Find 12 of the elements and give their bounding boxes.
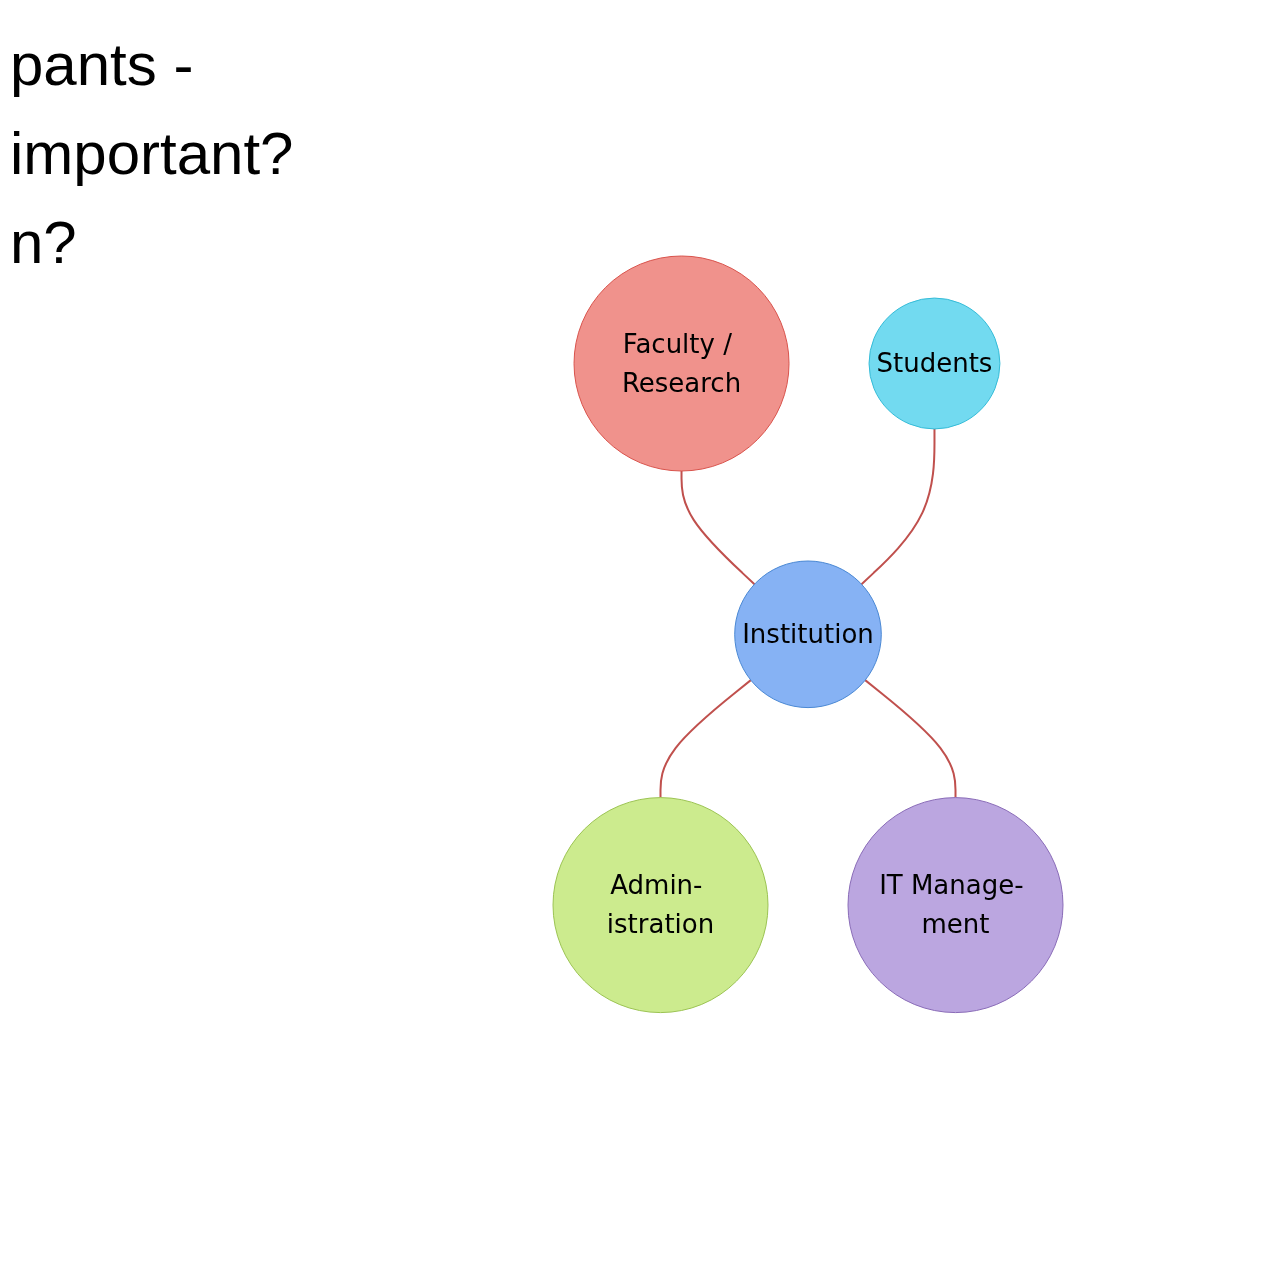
connector [659,678,752,799]
node-circle: Admin- istration [552,796,769,1013]
slide-text: important? [10,119,295,188]
slide-text: pants - [10,30,195,99]
node-circle: Students [868,297,1001,430]
connector [860,427,936,585]
connector [680,469,756,585]
node-circle: Institution [734,560,882,708]
slide-text: n? [10,208,78,277]
node-circle: IT Manage- ment [847,796,1064,1013]
node-circle: Faculty / Research [573,255,790,472]
connector [864,678,957,799]
